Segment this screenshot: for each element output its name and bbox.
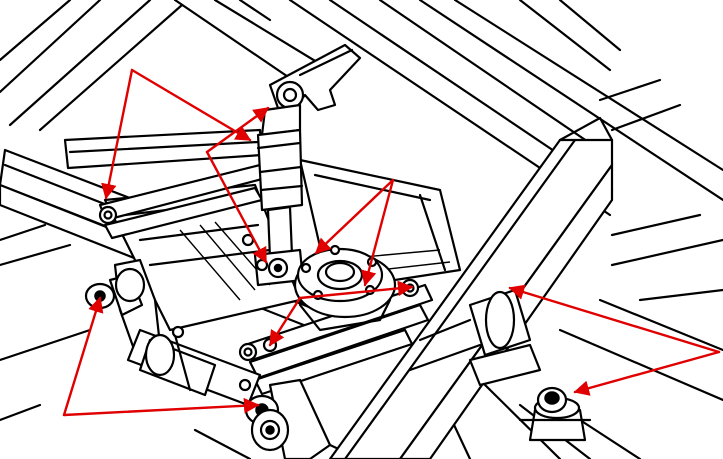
annotation-arrows [62,68,721,417]
arrow-base-hole [361,178,395,287]
knob [518,386,592,442]
upper-rail [63,128,264,170]
arrow-base-bore [314,178,395,255]
right-roller [408,288,542,387]
arrow-cylinder-top-eye [205,106,270,154]
arrow-right-roller [508,284,721,354]
arrow-left-roller [62,296,104,417]
arrow-rod-right [298,280,414,300]
arrow-cylinder-bottom-eye [205,150,268,264]
left-shaft-assembly [84,205,420,459]
arrow-rod-left [268,296,302,347]
arrow-knob [573,350,721,396]
arrow-upper-right-cylinder [130,68,252,142]
gas-spring [241,43,362,287]
arrow-upper-left-bolt [101,68,134,200]
arrow-bottom-roller [62,397,260,417]
